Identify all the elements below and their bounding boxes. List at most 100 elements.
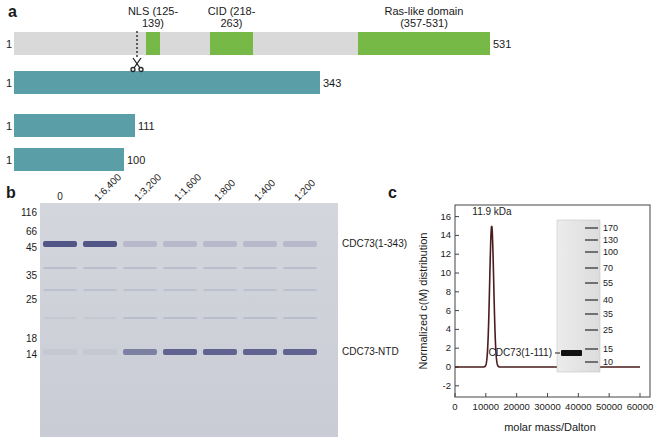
lane-label: 1:200: [292, 177, 318, 203]
gel-band: [123, 241, 157, 247]
marker-size: 14: [26, 349, 37, 361]
nls-domain: NLS (125-139): [146, 32, 160, 55]
gel-band: [83, 317, 117, 319]
band-label: CDC73(1-111): [488, 347, 552, 359]
x-tick: [516, 393, 517, 397]
tick-label: 0: [446, 362, 451, 373]
tick-label: 12: [440, 249, 451, 260]
gel-band: [163, 349, 197, 355]
protein-band: [561, 350, 582, 356]
residue-number: 1: [6, 154, 12, 167]
gel-band: [203, 289, 237, 291]
gel-band: [203, 241, 237, 247]
ladder-band: [585, 251, 598, 253]
tick-label: 14: [440, 230, 451, 241]
ladder-band: [585, 299, 598, 301]
tick-label: 2: [446, 343, 451, 354]
gel-band: [83, 289, 117, 291]
gel-band: [203, 267, 237, 269]
y-tick: [455, 254, 459, 255]
lane-label: 0: [57, 191, 63, 203]
marker-size: 55: [603, 278, 613, 288]
ras-like-domain: Ras-like domain (357-531): [358, 32, 490, 55]
gel-bands: [43, 241, 317, 355]
gel-band: [43, 267, 77, 269]
axis-title: Normalized c(M) distribution: [417, 233, 430, 370]
ladder-band: [585, 313, 598, 315]
marker-size: 35: [603, 309, 613, 319]
y-tick: [455, 348, 459, 349]
tick-label: 10000: [473, 402, 499, 413]
y-tick: [455, 216, 459, 217]
tick-label: 30000: [534, 402, 560, 413]
tick-label: 8: [446, 286, 451, 297]
tick-label: 0: [452, 402, 457, 413]
lane-label: 1:6,400: [92, 171, 124, 203]
residue-number: 1: [6, 77, 12, 90]
tick-label: 40000: [565, 402, 591, 413]
domain-label: Ras-like domain (357-531): [376, 5, 472, 30]
y-tick: [455, 385, 459, 386]
plot-frame: [455, 205, 650, 397]
ladder-band: [585, 239, 598, 241]
gel-band: [243, 349, 277, 355]
marker-size: 116: [21, 207, 37, 219]
marker-size: 70: [603, 263, 613, 273]
gel-band: [43, 241, 77, 247]
gel-band: [203, 317, 237, 319]
gel-band: [283, 349, 317, 355]
scissors-symbol: [131, 58, 143, 72]
tick-label: 16: [440, 211, 451, 222]
marker-size: 45: [26, 242, 37, 254]
y-tick: [455, 235, 459, 236]
marker-size: 66: [26, 226, 37, 238]
band-label: CDC73(1-343): [342, 238, 407, 250]
tick-label: -2: [443, 380, 451, 391]
marker-size: 40: [603, 295, 613, 305]
peak-label: 11.9 kDa: [472, 206, 511, 218]
gel-band: [83, 267, 117, 269]
lane-label: 1:800: [212, 177, 238, 203]
x-tick: [578, 393, 579, 397]
y-tick: [455, 310, 459, 311]
ladder-band: [585, 282, 598, 284]
ladder-band: [585, 361, 598, 363]
tick-label: 10: [440, 268, 451, 279]
gel-band: [123, 267, 157, 269]
cm-curve: [455, 226, 640, 367]
tick-label: 60000: [627, 402, 653, 413]
lane-label: 1:1,600: [172, 171, 204, 203]
marker-size: 25: [603, 325, 613, 335]
ladder-band: [585, 329, 598, 331]
x-tick: [485, 393, 486, 397]
marker-size: 18: [26, 333, 37, 345]
gel-band: [243, 289, 277, 291]
full-length-bar: [14, 32, 490, 55]
residue-number: 1: [6, 120, 12, 133]
gel-band: [283, 317, 317, 319]
y-tick: [455, 291, 459, 292]
tick-label: 4: [446, 324, 451, 335]
residue-number: 100: [127, 154, 145, 167]
gel-band: [83, 241, 117, 247]
construct-bar: [14, 148, 124, 171]
lane-label: 1:400: [252, 177, 278, 203]
gel-band: [243, 241, 277, 247]
band-label: CDC73-NTD: [342, 346, 399, 358]
leader-line: [555, 353, 560, 354]
tick-label: 50000: [596, 402, 622, 413]
sds-gel: [40, 203, 338, 437]
y-tick: [455, 329, 459, 330]
domain-label: CID (218-263): [203, 5, 261, 30]
residue-number: 111: [138, 120, 155, 133]
inset-gel: [557, 220, 600, 372]
gel-band: [243, 267, 277, 269]
x-tick: [455, 393, 456, 397]
gel-band: [43, 289, 77, 291]
lane-label: 1:3,200: [132, 171, 164, 203]
construct-bar: [14, 114, 135, 137]
marker-size: 10: [603, 357, 613, 367]
tick-label: 20000: [503, 402, 529, 413]
